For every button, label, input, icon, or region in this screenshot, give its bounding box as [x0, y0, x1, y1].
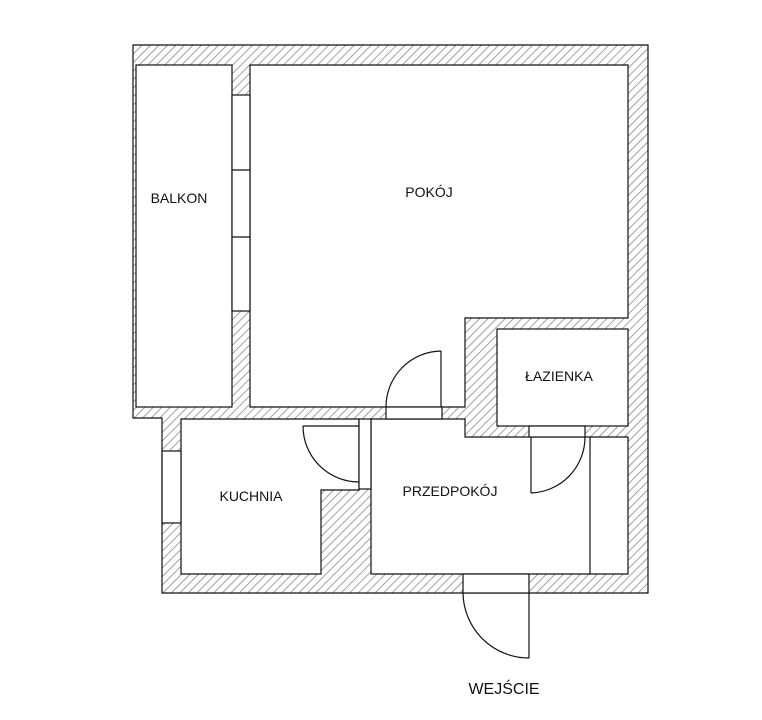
door-opening-entrance — [462, 573, 530, 594]
label-lazienka: ŁAZIENKA — [525, 368, 593, 384]
rooms — [135, 64, 629, 575]
room-balkon — [135, 64, 233, 408]
labels: BALKON POKÓJ ŁAZIENKA KUCHNIA PRZEDPOKÓJ… — [151, 184, 594, 698]
door-opening-lazienka — [528, 425, 586, 438]
label-pokoj: POKÓJ — [405, 184, 452, 200]
label-balkon: BALKON — [151, 190, 208, 206]
door-swing-entrance — [462, 592, 530, 659]
window-balkon-wall — [231, 94, 251, 312]
label-kuchnia: KUCHNIA — [219, 488, 283, 504]
room-pokoj — [249, 64, 629, 408]
window-kuchnia — [161, 450, 182, 524]
door-opening-pokoj — [385, 406, 443, 420]
windows — [161, 94, 251, 524]
label-entrance: WEJŚCIE — [468, 679, 539, 698]
door-opening-kuchnia — [358, 418, 372, 490]
door-swing-lazienka — [530, 436, 586, 494]
door-swing-pokoj — [385, 350, 442, 408]
room-przedpokoj — [370, 418, 629, 575]
label-przedpokoj: PRZEDPOKÓJ — [403, 483, 498, 499]
door-swing-kuchnia — [302, 425, 360, 483]
doors — [302, 350, 586, 659]
